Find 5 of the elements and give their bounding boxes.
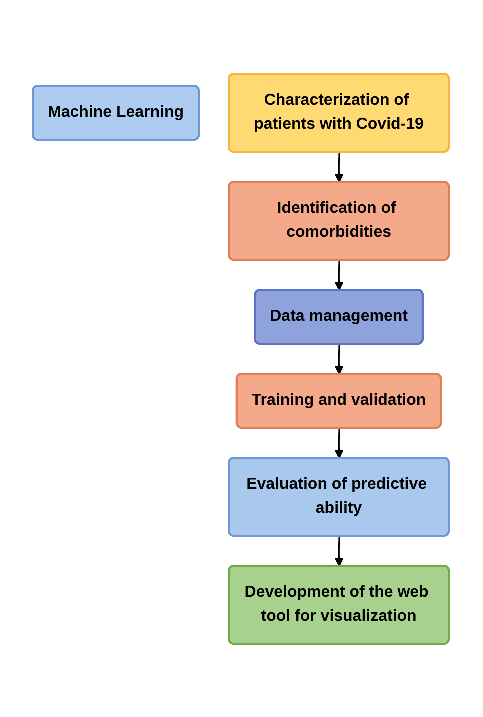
arrow xyxy=(335,536,344,566)
arrow xyxy=(335,152,344,182)
arrow xyxy=(335,428,344,458)
arrow xyxy=(335,260,344,290)
arrow xyxy=(335,344,344,374)
